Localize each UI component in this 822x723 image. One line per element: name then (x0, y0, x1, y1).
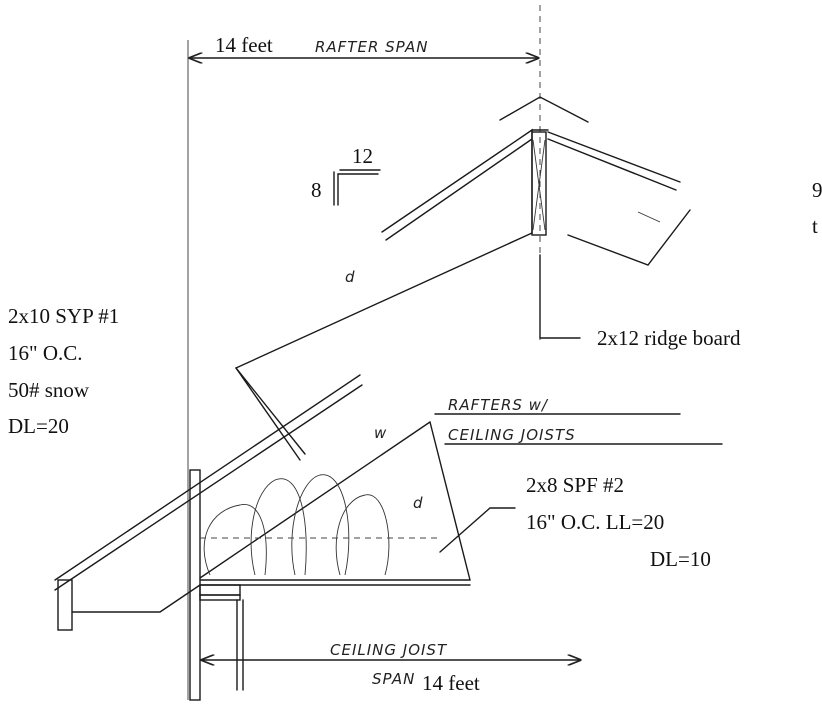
joist-size: 2x8 SPF #2 (526, 473, 624, 497)
ridge-leader-line (539, 254, 581, 339)
upper-roof-detail (381, 96, 691, 266)
ceiling-span-label-line1: CEILING JOIST (330, 641, 448, 659)
mark-w-mid: w (374, 424, 387, 442)
pitch-symbol (333, 169, 381, 206)
clipped-note-line2: t (812, 214, 818, 238)
rafter-span-label: RAFTER SPAN (315, 38, 428, 56)
clipped-note-line1: 9 (812, 178, 822, 202)
eave-detail (57, 579, 201, 631)
ridge-board-label: 2x12 ridge board (597, 326, 741, 350)
rafter-dead-load: DL=20 (8, 414, 69, 438)
drawing-title-line2: CEILING JOISTS (448, 426, 576, 444)
rafter-snow-load: 50# snow (8, 378, 90, 402)
mark-d-lower: d (413, 494, 424, 512)
insulation-batts (200, 474, 440, 576)
joist-spec-leader (439, 507, 516, 553)
pitch-rise: 8 (311, 178, 322, 202)
ceiling-span-dimension: 14 feet (422, 671, 480, 695)
joist-dead-load: DL=10 (650, 547, 711, 571)
main-rafter (54, 232, 533, 591)
rafter-spacing: 16" O.C. (8, 341, 83, 365)
rafter-span-dimension: 14 feet (215, 33, 273, 57)
pitch-run: 12 (352, 144, 373, 168)
rafter-spec-leader (235, 367, 301, 461)
rafter-size: 2x10 SYP #1 (8, 304, 119, 328)
joist-spacing-load: 16" O.C. LL=20 (526, 510, 664, 534)
ceiling-span-label-line2: SPAN (372, 670, 415, 688)
mark-d-upper: d (345, 268, 356, 286)
drawing-title-line1: RAFTERS w/ (448, 396, 549, 414)
wall-framing (189, 421, 471, 701)
